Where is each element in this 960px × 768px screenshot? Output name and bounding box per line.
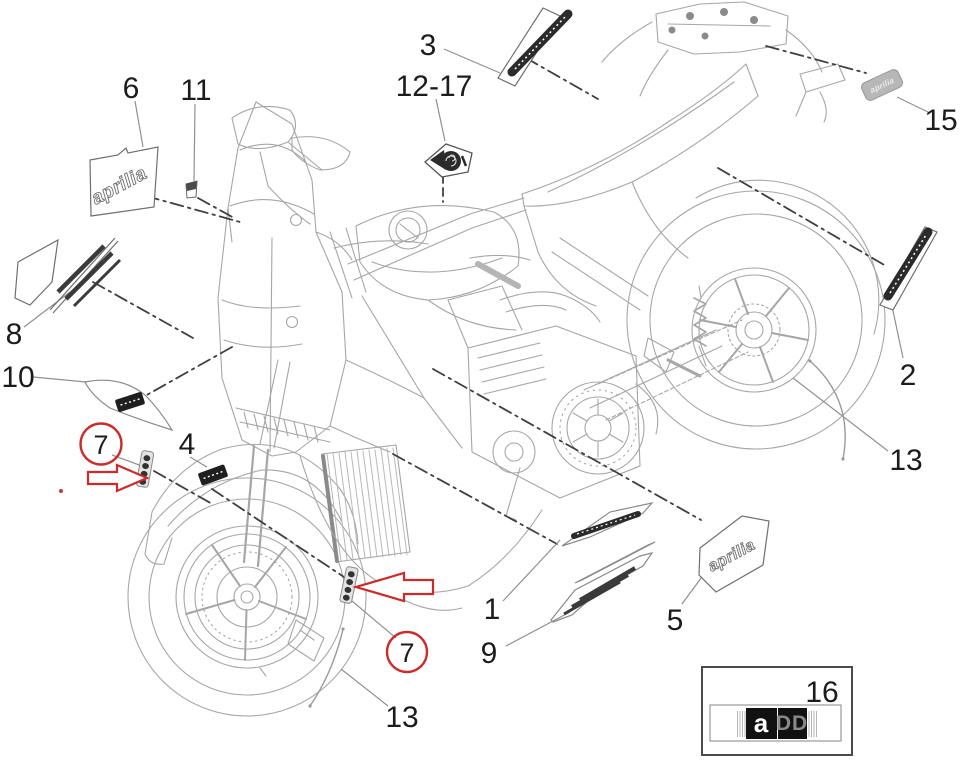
handlebar [231, 105, 531, 299]
reference-lines [92, 45, 887, 578]
callout-13-front: 13 [385, 701, 418, 734]
decal-15-aprilia: aprilia [861, 69, 903, 101]
brake-caliper [287, 619, 325, 662]
callout-10: 10 [1, 361, 34, 394]
badge-a-box [746, 708, 777, 739]
callout-8: 8 [6, 318, 23, 351]
legend-box-16: 16 a DD [701, 666, 853, 756]
callout-11: 11 [180, 74, 211, 107]
badge-dd-text: DD [776, 712, 808, 735]
radiator [299, 444, 543, 611]
decal-2-stripe [879, 226, 938, 311]
callout-4: 4 [179, 428, 196, 461]
callout-13-rear: 13 [889, 444, 922, 477]
decal-1-stripe [561, 502, 654, 547]
badge-perforation-right [808, 711, 817, 737]
fuel-tank [347, 197, 527, 449]
decal-6-aprilia: aprilia [88, 146, 159, 217]
rim-stripe-13-rear [808, 359, 846, 461]
decal-3-stripe [497, 7, 573, 87]
callout-2: 2 [900, 359, 917, 392]
engine [447, 285, 645, 521]
callout-12-17: 12-17 [396, 70, 473, 103]
rear-wheel [626, 179, 886, 450]
red-annotations [59, 422, 435, 674]
legend-number-16: 16 [805, 676, 838, 709]
decal-5-aprilia: aprilia [698, 515, 770, 593]
rim-stripe-13-front [308, 627, 345, 708]
motorcycle-line-art [127, 1, 886, 717]
decal-8-graphic [14, 237, 122, 314]
badge-a-text: a [754, 708, 769, 738]
decal-10-graphic [84, 379, 174, 432]
front-fork [144, 359, 359, 568]
decal-4-tag [198, 464, 228, 486]
front-wheel [127, 477, 367, 717]
swingarm [583, 285, 749, 435]
highlight-circle-7a [79, 422, 123, 466]
callout-15: 15 [924, 104, 957, 137]
shock-spring [693, 297, 707, 347]
callout-6: 6 [123, 72, 140, 105]
front-fairing [217, 101, 425, 457]
callout-7b: 7 [399, 638, 414, 668]
rear-rack [601, 1, 846, 123]
decal-12-17-emblem [424, 143, 473, 178]
callout-3: 3 [420, 29, 437, 62]
part-11-emblem [185, 180, 198, 199]
highlight-arrow-7b [352, 571, 435, 603]
callout-1: 1 [484, 593, 501, 626]
callout-5: 5 [667, 604, 684, 637]
highlight-circle-7b [385, 630, 429, 674]
highlight-arrow-7a [86, 463, 150, 493]
badge-perforation-left [737, 711, 746, 737]
seat [521, 63, 759, 311]
callout-7a: 7 [93, 430, 108, 460]
callout-numbers: 6 11 3 12-17 15 8 10 2 13 7 4 1 9 7 5 13 [1, 29, 957, 734]
badge-dd-box [778, 708, 807, 739]
decal-9-graphic [550, 541, 656, 623]
leader-lines [23, 48, 931, 707]
red-dot-mark [59, 489, 63, 493]
callout-9: 9 [481, 637, 498, 670]
